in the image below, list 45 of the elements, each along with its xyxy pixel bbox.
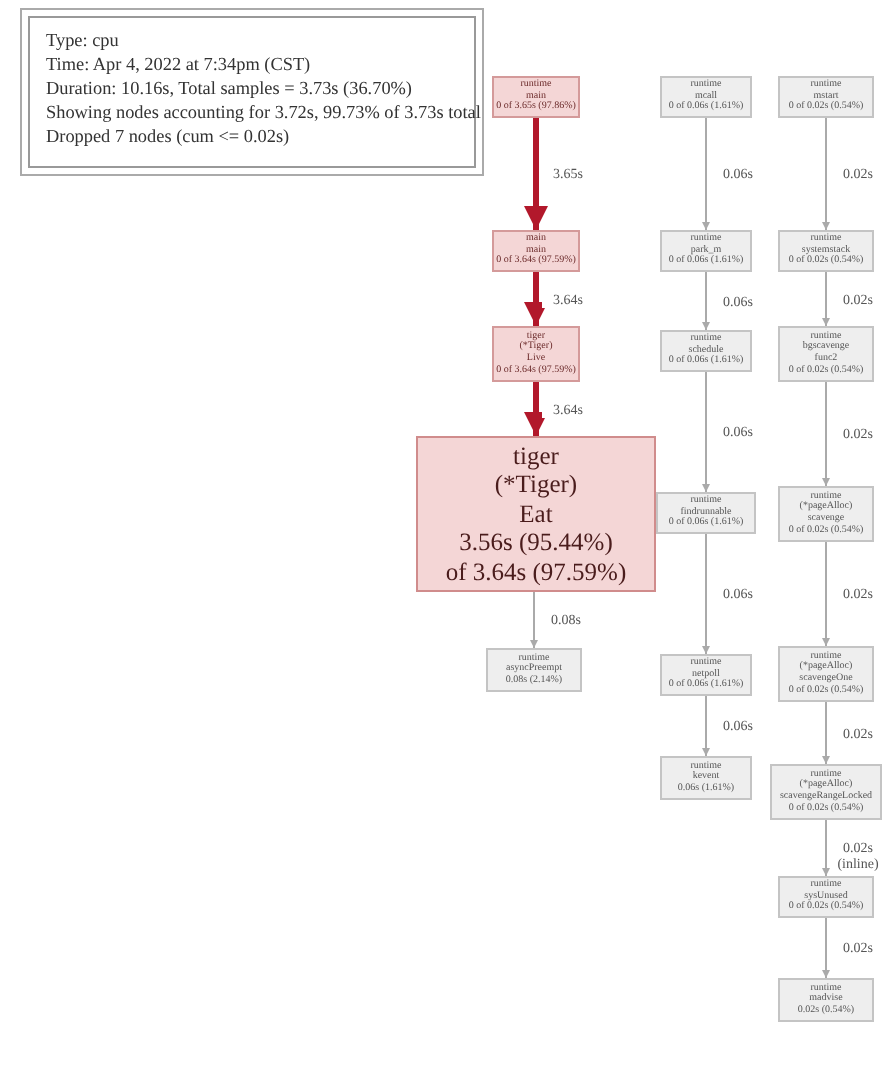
function-node xyxy=(660,330,752,372)
function-node xyxy=(486,648,582,692)
function-node xyxy=(778,646,874,702)
function-node xyxy=(778,978,874,1022)
node-text: 3.56s (95.44%) xyxy=(459,528,613,558)
function-node xyxy=(492,76,580,118)
node-text: Dropped 7 nodes (cum <= 0.02s) xyxy=(46,124,290,148)
function-node xyxy=(660,654,752,696)
node-text: Eat xyxy=(519,499,553,529)
arrow xyxy=(822,917,830,979)
node-text: Duration: 10.16s, Total samples = 3.73s (36.70%) xyxy=(46,76,412,100)
arrow xyxy=(702,533,710,655)
function-node xyxy=(660,230,752,272)
function-node xyxy=(778,876,874,918)
arrow xyxy=(822,541,830,647)
function-node xyxy=(778,486,874,542)
arrow xyxy=(822,701,830,765)
node-text: (*Tiger) xyxy=(494,470,578,500)
function-node xyxy=(660,756,752,800)
arrow xyxy=(822,117,830,231)
arrow xyxy=(530,591,538,649)
function-node xyxy=(492,230,580,272)
function-node xyxy=(778,326,874,382)
arrow xyxy=(702,695,710,757)
function-node xyxy=(660,76,752,118)
arrow xyxy=(822,381,830,487)
arrow xyxy=(702,117,710,231)
function-node xyxy=(492,326,580,382)
arrow xyxy=(524,382,548,436)
arrow xyxy=(822,271,830,327)
node-text: Time: Apr 4, 2022 at 7:34pm (CST) xyxy=(46,52,311,76)
node-text: Showing nodes accounting for 3.72s, 99.73% of 3.73s total xyxy=(46,100,481,124)
function-node xyxy=(778,230,874,272)
arrow xyxy=(702,371,710,493)
function-node xyxy=(778,76,874,118)
node-text: Type: cpu xyxy=(46,28,119,52)
node-text: of 3.64s (97.59%) xyxy=(445,557,627,587)
arrow xyxy=(524,272,548,326)
function-node xyxy=(656,492,756,534)
arrow xyxy=(822,819,830,877)
node-text: tiger xyxy=(513,441,559,471)
arrow xyxy=(702,271,710,331)
arrow xyxy=(524,118,548,230)
function-node xyxy=(770,764,882,820)
function-node xyxy=(416,436,656,592)
